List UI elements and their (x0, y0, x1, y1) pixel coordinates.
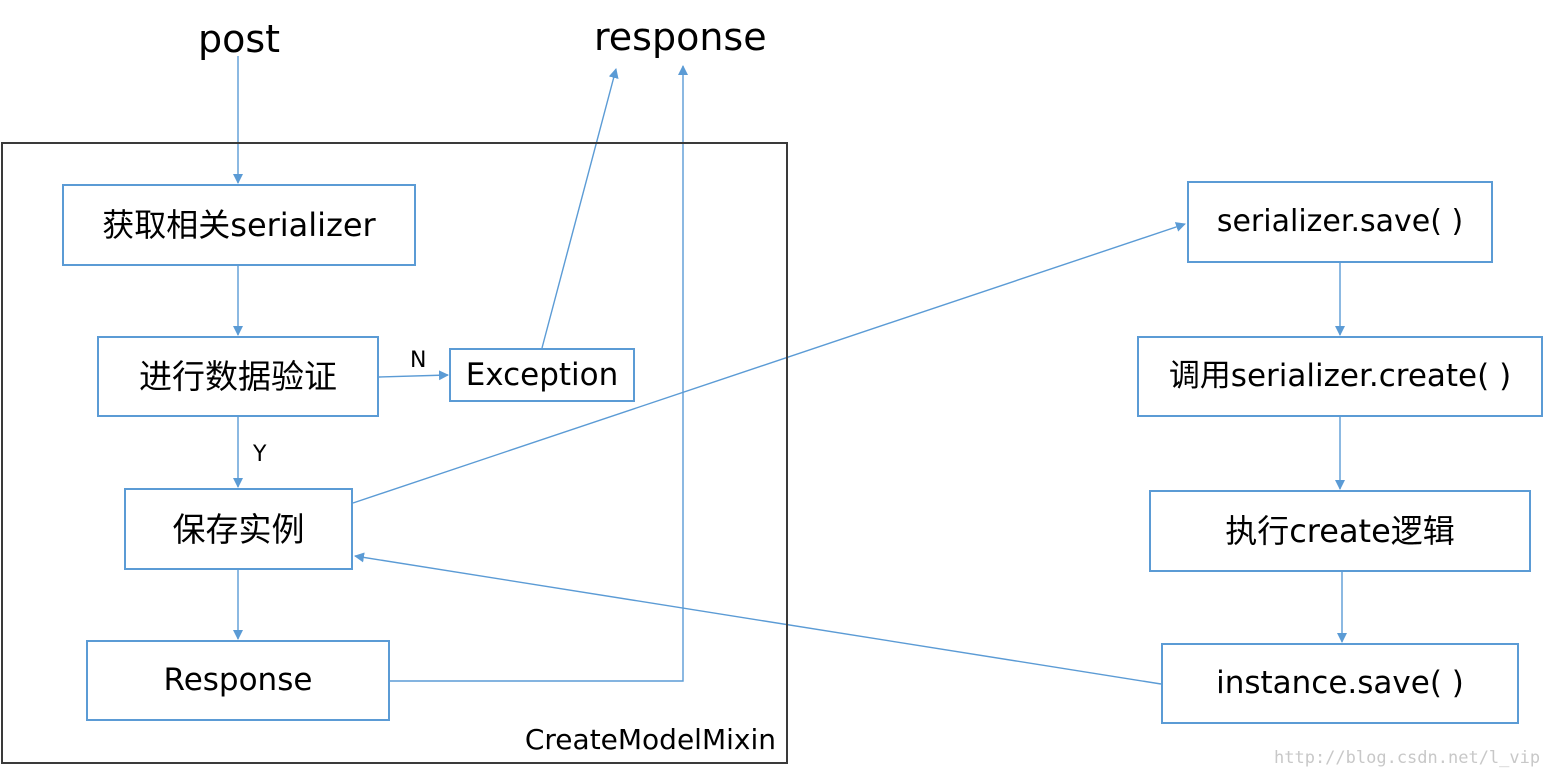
node-validate-label: 进行数据验证 (139, 357, 337, 396)
arrow-instance-save-to-save-instance (354, 552, 1162, 685)
node-execute-create-label: 执行create逻辑 (1225, 512, 1455, 550)
node-call-create-label: 调用serializer.create( ) (1168, 358, 1512, 394)
node-validate: 进行数据验证 (97, 336, 379, 417)
node-call-create: 调用serializer.create( ) (1137, 336, 1543, 417)
node-exception: Exception (449, 348, 635, 402)
node-get-serializer: 获取相关serializer (62, 184, 416, 266)
arrow-response-to-response-label (390, 65, 688, 682)
post-label: post (198, 17, 281, 61)
node-response-label: Response (163, 662, 313, 698)
node-serializer-save: serializer.save( ) (1187, 181, 1493, 263)
node-instance-save-label: instance.save( ) (1216, 665, 1464, 701)
node-response: Response (86, 640, 390, 721)
container-label: CreateModelMixin (524, 723, 776, 756)
node-instance-save: instance.save( ) (1161, 643, 1519, 724)
create-model-mixin-container: CreateModelMixin (1, 142, 788, 764)
arrow-save-instance-to-serializer-save (352, 222, 1186, 504)
edge-label-no: N (410, 348, 427, 373)
node-execute-create: 执行create逻辑 (1149, 490, 1531, 572)
node-save-instance: 保存实例 (124, 488, 353, 570)
edge-label-yes: Y (253, 442, 267, 467)
response-label: response (594, 15, 767, 59)
node-serializer-save-label: serializer.save( ) (1216, 204, 1464, 239)
arrow-validate-to-exception (378, 370, 449, 381)
arrow-exception-to-response-label (541, 68, 619, 349)
node-get-serializer-label: 获取相关serializer (102, 206, 376, 244)
watermark: http://blog.csdn.net/l_vip (1274, 748, 1541, 768)
node-exception-label: Exception (465, 356, 619, 393)
node-save-instance-label: 保存实例 (172, 509, 305, 549)
